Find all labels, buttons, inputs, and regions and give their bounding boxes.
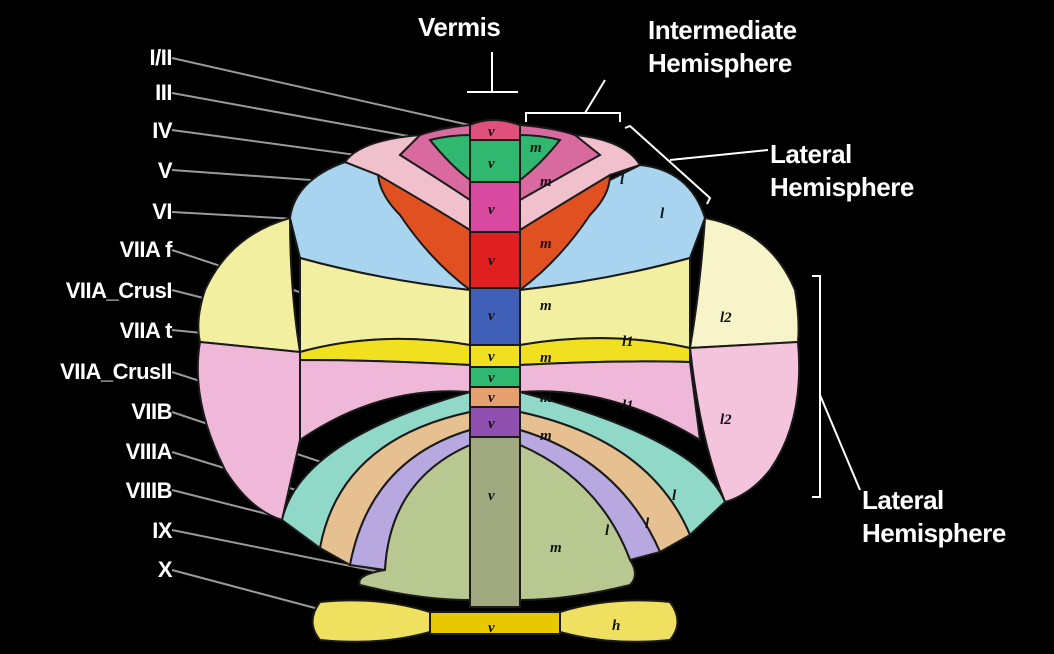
- lobule-label: VIIIA: [126, 441, 172, 463]
- lobule-label: V: [158, 160, 172, 182]
- left-bands: [282, 258, 470, 600]
- lobule-label: I/II: [150, 47, 172, 69]
- zone-letter: m: [530, 140, 542, 156]
- zone-letter: l1: [622, 334, 634, 350]
- zone-letter: m: [540, 350, 552, 366]
- zone-letter: l2: [720, 412, 732, 428]
- zone-letter: v: [488, 390, 495, 406]
- lobule-label: X: [158, 559, 172, 581]
- intermediate-line2: Hemisphere: [648, 47, 797, 80]
- lobule-label: VIIB: [131, 401, 172, 423]
- zone-letter: v: [488, 349, 495, 365]
- lobule-label: VIIA_CrusI: [66, 280, 172, 302]
- zone-letter: l1: [622, 398, 634, 414]
- lobule-label: IX: [152, 520, 172, 542]
- zone-letter: v: [488, 620, 495, 636]
- zone-letter: h: [612, 618, 620, 634]
- zone-letter: v: [488, 370, 495, 386]
- vermis-column: [470, 120, 520, 607]
- zone-letter: v: [488, 253, 495, 269]
- zone-letter: m: [550, 540, 562, 556]
- lateral-lower-line1: Lateral: [862, 484, 1006, 517]
- lobule-label: III: [155, 82, 172, 104]
- zone-letter: m: [540, 390, 552, 406]
- zone-letter: m: [540, 298, 552, 314]
- zone-letter: m: [540, 236, 552, 252]
- vermis-label: Vermis: [418, 14, 500, 40]
- lobule-label: VIIA f: [120, 239, 172, 261]
- lobule-label: VIIA_CrusII: [60, 361, 172, 383]
- lobule-label: VIIA t: [120, 320, 172, 342]
- zone-letter: v: [488, 202, 495, 218]
- zone-letter: v: [488, 488, 495, 504]
- lobule-label: VI: [152, 201, 172, 223]
- lateral-lower-line2: Hemisphere: [862, 517, 1006, 550]
- lateral-upper-line1: Lateral: [770, 138, 914, 171]
- lateral-hemisphere-upper-label: Lateral Hemisphere: [770, 138, 914, 203]
- lobule-label-column: I/II III IV V VI VIIA f VIIA_CrusI VIIA …: [0, 0, 172, 654]
- zone-letter: v: [488, 308, 495, 324]
- intermediate-line1: Intermediate: [648, 14, 797, 47]
- zone-letter: m: [540, 174, 552, 190]
- lobule-label: IV: [152, 120, 172, 142]
- zone-letter: m: [540, 428, 552, 444]
- zone-letter: v: [488, 156, 495, 172]
- zone-letter: v: [488, 416, 495, 432]
- intermediate-hemisphere-label: Intermediate Hemisphere: [648, 14, 797, 79]
- lateral-upper-line2: Hemisphere: [770, 171, 914, 204]
- zone-letter: l2: [720, 310, 732, 326]
- lateral-hemisphere-lower-label: Lateral Hemisphere: [862, 484, 1006, 549]
- zone-letter: v: [488, 124, 495, 140]
- lobule-label: VIIIB: [126, 480, 172, 502]
